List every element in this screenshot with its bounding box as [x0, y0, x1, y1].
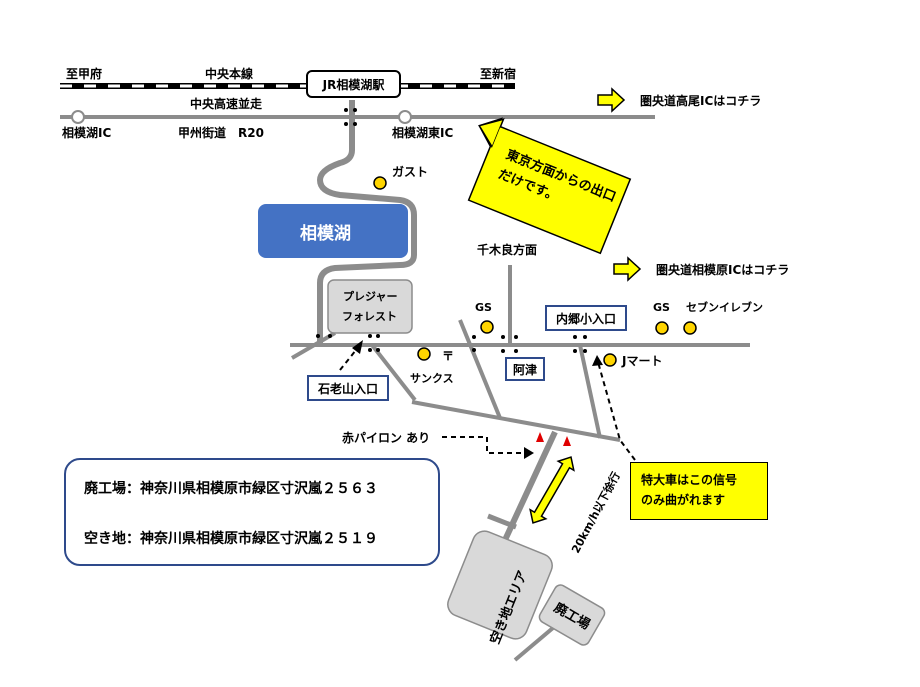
- gust-label: ガスト: [392, 164, 428, 179]
- pleasure-forest-area: [327, 279, 413, 334]
- pylon-icon: [536, 432, 544, 442]
- ic-east-marker: [398, 110, 412, 124]
- road-to-site: [502, 430, 558, 542]
- arrow-head: [592, 355, 603, 366]
- ishiroyama-box: 石老山入口: [307, 375, 389, 401]
- gs-label-2: GS: [653, 301, 670, 314]
- rail-east-label: 至新宿: [480, 66, 516, 81]
- tokyo-notice: 東京方面からの出口 だけです。: [467, 117, 632, 255]
- expressway-label: 中央高速並走: [190, 96, 262, 111]
- pleasure-forest-line2: フォレスト: [342, 310, 397, 323]
- lake-label: 相模湖: [300, 223, 351, 244]
- arrow-right-icon: [613, 256, 642, 282]
- road-diagonal: [458, 319, 502, 419]
- pylon-label: 赤パイロン あり: [342, 430, 430, 445]
- address-empty-lot: 空き地：神奈川県相模原市緑区寸沢嵐２５１９: [84, 531, 378, 547]
- truck-notice-line2: のみ曲がれます: [641, 493, 726, 507]
- ken-takao-label: 圏央道高尾ICはコチラ: [640, 93, 761, 108]
- sunks-label: サンクス: [410, 372, 454, 385]
- road-ishiroyama: [370, 343, 417, 402]
- ic-west-marker: [71, 110, 85, 124]
- gs-label: GS: [475, 301, 492, 314]
- road-side-stub: [487, 513, 517, 530]
- poi-markers: [373, 176, 697, 367]
- truck-notice: 特大車はこの信号 のみ曲がれます: [630, 462, 768, 520]
- road-west-branch: [290, 331, 337, 360]
- rail-line-label: 中央本線: [205, 66, 253, 81]
- empty-lot-area: [447, 530, 553, 640]
- arrow-head: [524, 447, 534, 459]
- pylon-icon: [563, 436, 571, 446]
- atsu-box: 阿津: [505, 357, 545, 381]
- lake-shape: [258, 204, 408, 258]
- sengira-label: 千木良方面: [477, 242, 537, 257]
- pointer-lines: [339, 344, 636, 461]
- speed-arrow: [529, 456, 575, 524]
- ken-sagamihara-label: 圏央道相模原ICはコチラ: [656, 262, 789, 277]
- post-office-symbol: 〒: [442, 349, 454, 363]
- factory-area: [538, 584, 606, 646]
- signal-dots: [316, 108, 587, 353]
- speed-label: 20km/h以下徐行: [568, 469, 623, 555]
- seven-label: セブンイレブン: [686, 300, 763, 314]
- ic-east-label: 相模湖東IC: [392, 125, 453, 140]
- ic-west-label: 相模湖IC: [62, 125, 111, 140]
- station-box: JR相模湖駅: [306, 70, 401, 98]
- pleasure-forest-line1: プレジャー: [343, 289, 397, 303]
- arrow-head: [352, 340, 363, 354]
- station-road: [316, 100, 417, 345]
- truck-notice-line1: 特大車はこの信号: [641, 473, 738, 487]
- rail-west-label: 至甲府: [66, 66, 102, 81]
- road-south-main: [411, 400, 621, 442]
- address-factory: 廃工場：神奈川県相模原市緑区寸沢嵐２５６３: [84, 481, 378, 497]
- arrow-right-icon: [597, 87, 626, 113]
- road-uchigo: [578, 344, 602, 439]
- uchigo-box: 内郷小入口: [545, 305, 627, 331]
- address-box: 廃工場：神奈川県相模原市緑区寸沢嵐２５６３ 空き地：神奈川県相模原市緑区寸沢嵐２…: [64, 458, 440, 566]
- road-name-label: 甲州街道 R20: [178, 125, 264, 140]
- jmart-label: Jマート: [621, 354, 662, 368]
